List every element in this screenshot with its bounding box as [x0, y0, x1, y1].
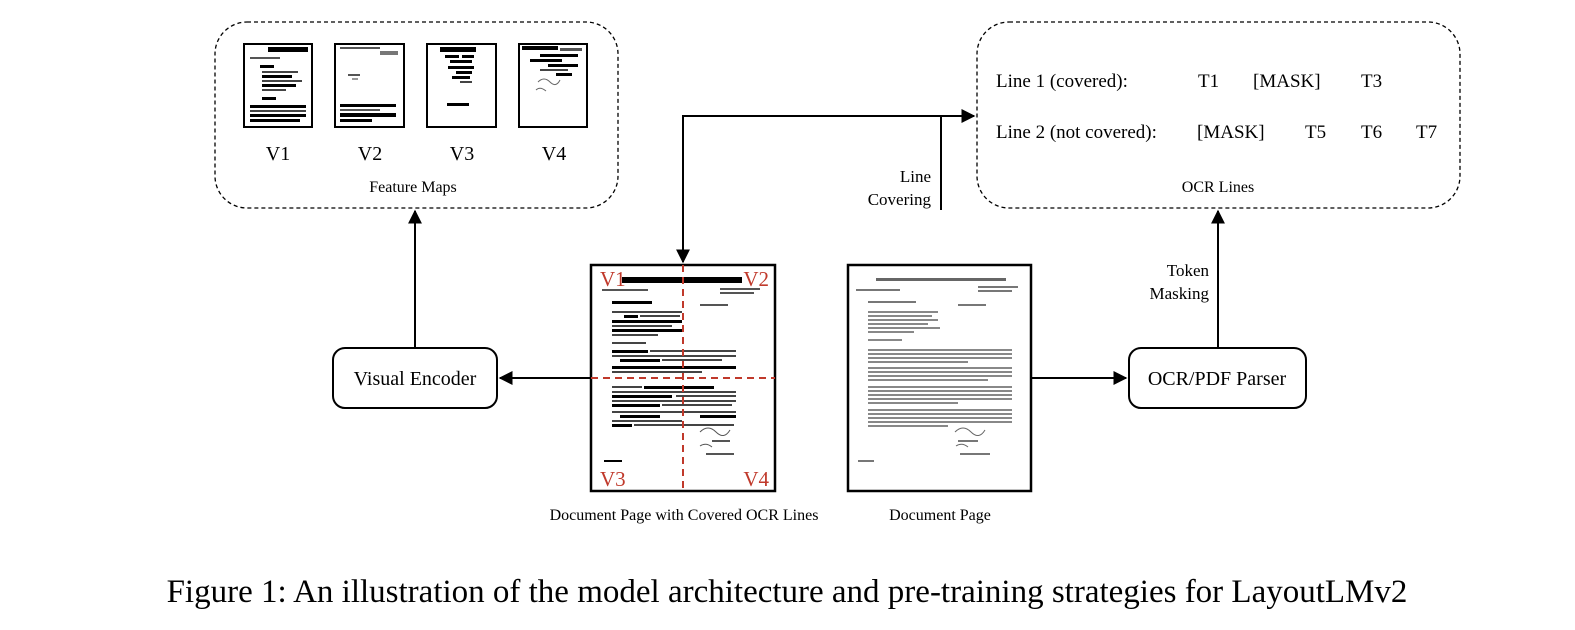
document-page: Document Page — [846, 263, 1033, 524]
feature-maps-container — [214, 21, 619, 209]
ocr-lines-container — [976, 21, 1461, 209]
ocr-line2-token-2: T5 — [1305, 122, 1326, 143]
parser-label: OCR/PDF Parser — [1148, 368, 1287, 390]
quadrant-label-v3: V3 — [600, 467, 626, 491]
feature-maps-caption: Feature Maps — [369, 179, 457, 196]
edge-label-token-masking-1: Token — [1167, 261, 1210, 280]
visual-encoder-node: Visual Encoder — [332, 347, 498, 409]
feature-maps-group: V1 V2 V3 V4 Feature Maps — [214, 21, 619, 209]
ocr-line2-label: Line 2 (not covered): — [996, 122, 1157, 143]
edge-label-line-covering-1: Line — [900, 167, 931, 186]
quadrant-label-v4: V4 — [743, 467, 769, 491]
feature-map-v3 — [426, 43, 497, 128]
edge-line-covering-to-page — [676, 115, 942, 264]
ocr-line1-token-1: T1 — [1198, 71, 1219, 92]
ocr-line1-label: Line 1 (covered): — [996, 71, 1128, 92]
ocr-lines-caption: OCR Lines — [1182, 179, 1254, 196]
edge-label-line-covering-2: Covering — [868, 190, 932, 209]
ocr-line1-token-2: [MASK] — [1253, 71, 1321, 92]
edges — [408, 109, 1225, 385]
parser-node: OCR/PDF Parser — [1128, 347, 1307, 409]
feature-map-v2 — [334, 43, 405, 128]
feature-map-v1 — [243, 43, 313, 128]
feature-map-label-v4: V4 — [542, 143, 566, 165]
feature-map-label-v3: V3 — [450, 143, 474, 165]
quadrant-label-v1: V1 — [600, 267, 626, 291]
feature-map-v4 — [518, 43, 588, 128]
ocr-line2-token-3: T6 — [1361, 122, 1382, 143]
feature-map-label-v1: V1 — [266, 143, 290, 165]
edge-label-token-masking-2: Masking — [1150, 284, 1210, 303]
quadrant-label-v2: V2 — [743, 267, 769, 291]
ocr-line1-token-3: T3 — [1361, 71, 1382, 92]
document-page-caption: Document Page — [889, 507, 991, 524]
visual-encoder-label: Visual Encoder — [354, 368, 477, 390]
figure-caption: Figure 1: An illustration of the model a… — [167, 574, 1408, 610]
covered-page-caption: Document Page with Covered OCR Lines — [550, 507, 819, 524]
ocr-lines-group: Line 1 (covered): T1 [MASK] T3 Line 2 (n… — [976, 21, 1461, 209]
feature-map-label-v2: V2 — [358, 143, 382, 165]
ocr-line2-token-1: [MASK] — [1197, 122, 1265, 143]
document-page-frame — [846, 263, 1033, 493]
ocr-line2-token-4: T7 — [1416, 122, 1437, 143]
covered-document-page: V1 V2 V3 V4 Document Page with Covered O… — [550, 263, 819, 524]
document-page-text — [856, 278, 1018, 462]
